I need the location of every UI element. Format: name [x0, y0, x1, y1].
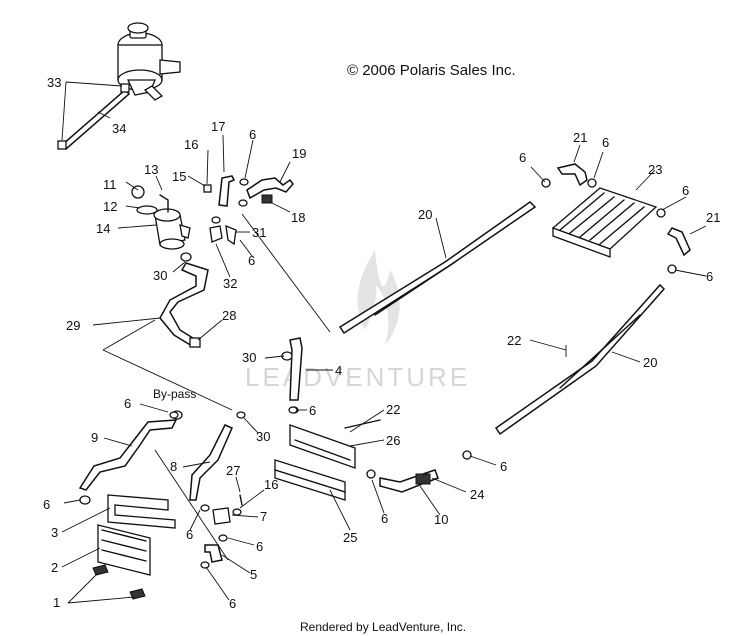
callout-12: 12	[103, 199, 117, 214]
hose-29	[159, 252, 209, 348]
callout-34: 34	[112, 121, 126, 136]
callout-4: 4	[335, 363, 342, 378]
callout-6: 6	[602, 135, 609, 150]
hose-9	[78, 410, 183, 491]
callout-9: 9	[91, 430, 98, 445]
callout-10: 10	[434, 512, 448, 527]
callout-labels: 33 34 13 11 12 14 15 16 17 6 19 18 31 6 …	[43, 75, 720, 611]
callout-6: 6	[519, 150, 526, 165]
callout-16: 16	[184, 137, 198, 152]
callout-30: 30	[242, 350, 256, 365]
hose-5	[200, 534, 228, 569]
callout-6: 6	[706, 269, 713, 284]
oil-cooler-2	[79, 494, 176, 576]
bracket-1	[92, 564, 146, 600]
callout-27: 27	[226, 463, 240, 478]
callout-6: 6	[249, 127, 256, 142]
callout-6: 6	[124, 396, 131, 411]
hose-17	[203, 175, 236, 207]
radiator-23	[551, 187, 658, 258]
hose-19	[238, 177, 294, 207]
callout-15: 15	[172, 169, 186, 184]
fitting-7	[212, 494, 243, 525]
callout-6: 6	[309, 403, 316, 418]
callout-1: 1	[53, 595, 60, 610]
callout-28: 28	[222, 308, 236, 323]
callout-30: 30	[153, 268, 167, 283]
callout-8: 8	[170, 459, 177, 474]
hose-21-lower	[656, 208, 691, 274]
watermark-text: LEADVENTURE	[245, 362, 470, 392]
bracket-26	[289, 419, 381, 469]
callout-14: 14	[96, 221, 110, 236]
clamps-6	[169, 406, 298, 419]
callout-3: 3	[51, 525, 58, 540]
callout-23: 23	[648, 162, 662, 177]
bypass-note: By-pass	[153, 387, 196, 401]
callout-6: 6	[43, 497, 50, 512]
footer-text: Rendered by LeadVenture, Inc.	[300, 620, 466, 634]
callout-25: 25	[343, 530, 357, 545]
callout-7: 7	[260, 509, 267, 524]
callout-2: 2	[51, 560, 58, 575]
callout-20: 20	[418, 207, 432, 222]
hose-8	[189, 411, 246, 512]
pipe-20-upper	[338, 201, 537, 335]
callout-11: 11	[103, 177, 117, 192]
thermostat-housing-14	[131, 185, 191, 250]
callout-31: 31	[252, 225, 266, 240]
callout-6: 6	[256, 539, 263, 554]
callout-6: 6	[682, 183, 689, 198]
callout-26: 26	[386, 433, 400, 448]
hose-10-24	[366, 450, 472, 493]
callout-20: 20	[643, 355, 657, 370]
hose-21-upper	[541, 163, 597, 188]
callout-6: 6	[500, 459, 507, 474]
callout-18: 18	[291, 210, 305, 225]
callout-22: 22	[507, 333, 521, 348]
callout-21: 21	[573, 130, 587, 145]
callout-6: 6	[381, 511, 388, 526]
callout-6: 6	[229, 596, 236, 611]
pipe-20-lower	[494, 283, 666, 436]
callout-24: 24	[470, 487, 484, 502]
callout-19: 19	[292, 146, 306, 161]
callout-29: 29	[66, 318, 80, 333]
callout-32: 32	[223, 276, 237, 291]
hose-4	[281, 337, 303, 414]
leader-lines	[61, 81, 707, 604]
watermark-logo: LEADVENTURE	[245, 250, 470, 392]
callout-6: 6	[248, 253, 255, 268]
callout-13: 13	[144, 162, 158, 177]
callout-17: 17	[211, 119, 225, 134]
overflow-tube-34	[57, 83, 131, 151]
callout-30: 30	[256, 429, 270, 444]
callout-6: 6	[186, 527, 193, 542]
callout-5: 5	[250, 567, 257, 582]
copyright-text: © 2006 Polaris Sales Inc.	[347, 62, 516, 79]
callout-33: 33	[47, 75, 61, 90]
callout-22: 22	[386, 402, 400, 417]
fitting-31-32	[209, 216, 237, 246]
callout-16: 16	[264, 477, 278, 492]
shroud-25	[274, 459, 346, 501]
callout-21: 21	[706, 210, 720, 225]
